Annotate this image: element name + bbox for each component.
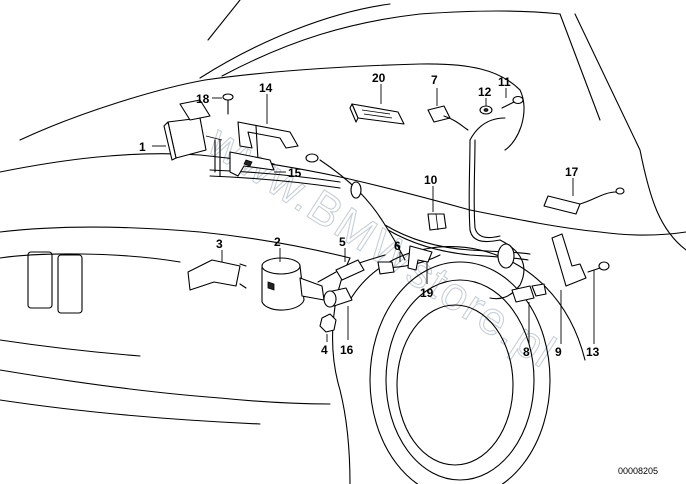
- part-16-plug: [323, 287, 353, 308]
- part-4-nut: [319, 313, 337, 333]
- callout-16: 16: [340, 343, 354, 357]
- part-7-connector: [427, 105, 469, 131]
- callout-7: 7: [431, 73, 438, 87]
- part-8-connector: [511, 283, 547, 303]
- part-3-bracket: [187, 259, 247, 291]
- callout-3: 3: [216, 237, 223, 251]
- part-15-clip: [229, 151, 275, 177]
- part-20-module: [349, 103, 405, 125]
- callout-13: 13: [586, 345, 600, 359]
- part-2-ignition-unit: [261, 257, 325, 311]
- callout-19: 19: [420, 286, 434, 300]
- harness-grommet: [305, 153, 515, 269]
- callout-17: 17: [565, 165, 579, 179]
- part-6-clip: [377, 261, 395, 275]
- part-13-screw: [587, 261, 610, 273]
- callout-2: 2: [274, 235, 281, 249]
- part-19-bracket: [407, 245, 433, 271]
- callout-8: 8: [523, 345, 530, 359]
- callout-20: 20: [372, 71, 386, 85]
- callout-5: 5: [339, 235, 346, 249]
- callout-9: 9: [555, 345, 562, 359]
- callout-14: 14: [259, 81, 273, 95]
- callout-6: 6: [394, 239, 401, 253]
- part-17-sensor: [543, 187, 625, 215]
- leader-lines: [152, 84, 595, 344]
- part-9-bracket: [551, 233, 587, 287]
- callout-labels: 1 2 3 4 5 6 7 8 9 10 11 12 13 14 15 16 1…: [139, 71, 600, 359]
- callout-1: 1: [139, 140, 146, 154]
- part-12-washer: [479, 105, 493, 115]
- callout-12: 12: [478, 85, 492, 99]
- part-11-screw: [501, 95, 524, 109]
- callout-4: 4: [321, 343, 328, 357]
- callout-10: 10: [424, 173, 438, 187]
- callout-15: 15: [288, 166, 302, 180]
- diagram-code: 00008205: [618, 466, 658, 476]
- part-1-control-unit: [163, 99, 223, 161]
- part-18-screw: [222, 93, 234, 115]
- part-10-clip: [427, 213, 447, 231]
- callout-11: 11: [498, 75, 511, 89]
- part-5-sensor: [317, 259, 365, 283]
- callout-18: 18: [196, 92, 210, 106]
